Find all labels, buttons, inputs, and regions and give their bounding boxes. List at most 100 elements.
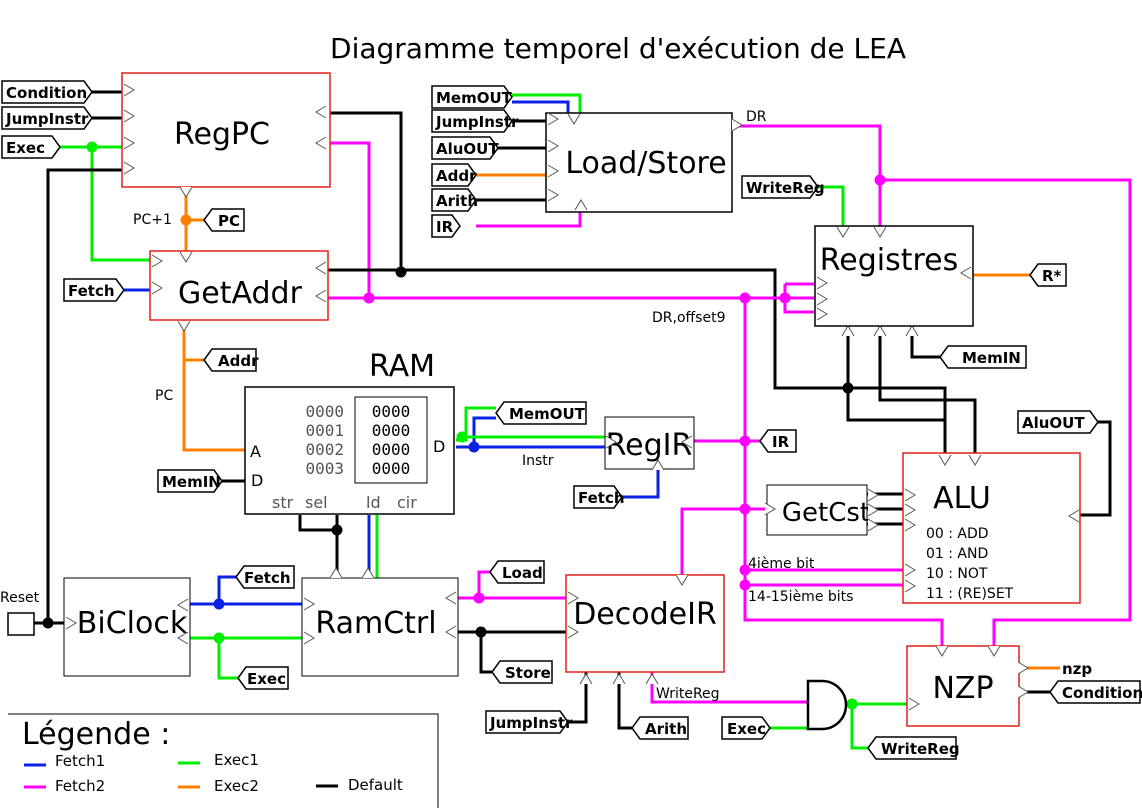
wire-dr-nzp (880, 178, 1132, 646)
tag-arith-ls[interactable]: Arith (431, 188, 478, 212)
tag-store[interactable]: Store (491, 660, 553, 684)
ram-block[interactable]: RAM 0000 0001 0002 0003 0000 0000 0000 0… (244, 349, 455, 515)
tag-exec-clock[interactable]: Exec (237, 666, 289, 690)
getaddr-label: GetAddr (178, 276, 303, 311)
wire-jumpinstr-dec (568, 672, 588, 724)
ram-title: RAM (369, 349, 435, 384)
tag-addr-ls[interactable]: Addr (431, 163, 477, 187)
regir-label: RegIR (606, 428, 693, 463)
ram-pin-d-out: D (433, 437, 445, 456)
label-dr-offset9: DR,offset9 (652, 310, 725, 326)
tag-addr-ram[interactable]: Addr (203, 348, 259, 372)
label-pc-plus1: PC+1 (133, 212, 172, 228)
tag-aluout-ls[interactable]: AluOUT (431, 136, 499, 160)
tag-memin-reg[interactable]: MemIN (939, 345, 1027, 369)
svg-text:Fetch: Fetch (244, 569, 291, 587)
svg-text:AluOUT: AluOUT (436, 140, 499, 158)
registres-block[interactable]: Registres (814, 225, 974, 327)
wire-writereg-registres (818, 185, 845, 228)
label-writereg: WriteReg (656, 686, 720, 702)
tag-writereg-nzp[interactable]: WriteReg (867, 736, 960, 760)
alu-label: ALU (933, 481, 991, 516)
wire-offset9 (743, 298, 944, 646)
nzp-output-label: nzp (1062, 660, 1092, 678)
ram-value-0: 0000 (372, 402, 411, 421)
tag-fetch-regir[interactable]: Fetch (573, 485, 625, 509)
reset-button[interactable] (7, 612, 35, 636)
biclock-label: BiClock (77, 606, 188, 641)
getcst-block[interactable]: GetCst (766, 484, 870, 536)
svg-text:JumpInstr: JumpInstr (489, 714, 573, 732)
blocks-layer: RegPC GetAddr Load/Store Registres RAM 0… (0, 72, 1081, 731)
svg-text:MemIN: MemIN (962, 349, 1021, 367)
regpc-block[interactable]: RegPC (121, 72, 331, 188)
ramctrl-block[interactable]: RamCtrl (301, 577, 459, 677)
ram-pin-ld: ld (366, 493, 381, 512)
svg-text:JumpInstr: JumpInstr (5, 110, 89, 128)
alu-op-0: 00 : ADD (926, 526, 989, 542)
tag-writereg-reg[interactable]: WriteReg (741, 175, 825, 199)
ram-pin-a: A (250, 442, 261, 461)
nzp-block[interactable]: NZP (906, 645, 1020, 727)
svg-text:MemIN: MemIN (162, 473, 221, 491)
alu-block[interactable]: ALU 00 : ADD 01 : AND 10 : NOT 11 : (RE)… (902, 452, 1081, 604)
tag-ir-out[interactable]: IR (759, 429, 797, 453)
tag-condition-out[interactable]: Condition (1049, 680, 1142, 704)
junction-registres-loop (779, 292, 791, 304)
tag-exec-and[interactable]: Exec (721, 716, 771, 740)
tag-jumpinstr-in[interactable]: JumpInstr (1, 106, 93, 130)
decodeir-block[interactable]: DecodeIR (565, 574, 725, 673)
svg-text:Exec: Exec (727, 720, 766, 738)
tag-memout-ram[interactable]: MemOUT (495, 401, 587, 425)
svg-text:IR: IR (436, 218, 454, 236)
svg-text:Store: Store (505, 664, 551, 682)
tag-fetch-clock[interactable]: Fetch (235, 565, 295, 589)
tag-memin-ram[interactable]: MemIN (157, 469, 223, 493)
tag-fetch-getaddr[interactable]: Fetch (63, 278, 125, 302)
label-bits1415: 14-15ième bits (748, 589, 853, 605)
tag-ir-ls[interactable]: IR (431, 214, 461, 238)
tag-load[interactable]: Load (489, 560, 545, 584)
loadstore-block[interactable]: Load/Store (545, 112, 733, 213)
svg-text:Load: Load (502, 564, 543, 582)
wire-reg-alu-b (878, 325, 977, 458)
and-gate (806, 679, 848, 731)
svg-text:Arith: Arith (436, 192, 478, 210)
junction-load (473, 592, 485, 604)
wire-memout-ls-blue (512, 100, 570, 117)
ram-value-1: 0000 (372, 421, 411, 440)
wire-clock-fetch-tag (217, 575, 236, 604)
svg-text:MemOUT: MemOUT (509, 405, 586, 423)
svg-text:MemOUT: MemOUT (436, 89, 513, 107)
junction-and (846, 698, 858, 710)
tag-memout-ls[interactable]: MemOUT (431, 85, 513, 109)
junctions (42, 141, 886, 710)
wire-load-tag (477, 570, 490, 598)
ram-pin-cir: cir (397, 493, 417, 512)
tag-pc[interactable]: PC (203, 208, 245, 232)
tag-exec-in[interactable]: Exec (1, 135, 61, 159)
legend-title: Légende : (22, 717, 170, 752)
tag-jumpinstr-ls[interactable]: JumpInstr (431, 109, 519, 133)
registres-label: Registres (820, 243, 959, 278)
wire-aluout-alu (1080, 420, 1112, 517)
legend-item-default: Default (348, 776, 403, 794)
tag-aluout-alu[interactable]: AluOUT (1017, 410, 1099, 434)
biclock-block[interactable]: BiClock (63, 577, 191, 677)
wire-memin-reg (910, 325, 940, 359)
junction-reg-alu (842, 382, 854, 394)
junction-dr (874, 174, 886, 186)
decodeir-label: DecodeIR (573, 597, 717, 632)
svg-text:Fetch: Fetch (578, 489, 625, 507)
wire-addr-ram (182, 320, 247, 452)
tag-jumpinstr-dec[interactable]: JumpInstr (485, 710, 573, 734)
svg-text:IR: IR (772, 433, 790, 451)
nzp-label: NZP (932, 671, 993, 706)
getaddr-block[interactable]: GetAddr (149, 250, 329, 321)
ram-address-2: 0002 (305, 440, 344, 459)
tag-rstar[interactable]: R* (1029, 263, 1067, 287)
regir-block[interactable]: RegIR (604, 416, 695, 470)
tag-arith-dec[interactable]: Arith (631, 716, 689, 740)
tag-condition-in[interactable]: Condition (1, 80, 93, 104)
